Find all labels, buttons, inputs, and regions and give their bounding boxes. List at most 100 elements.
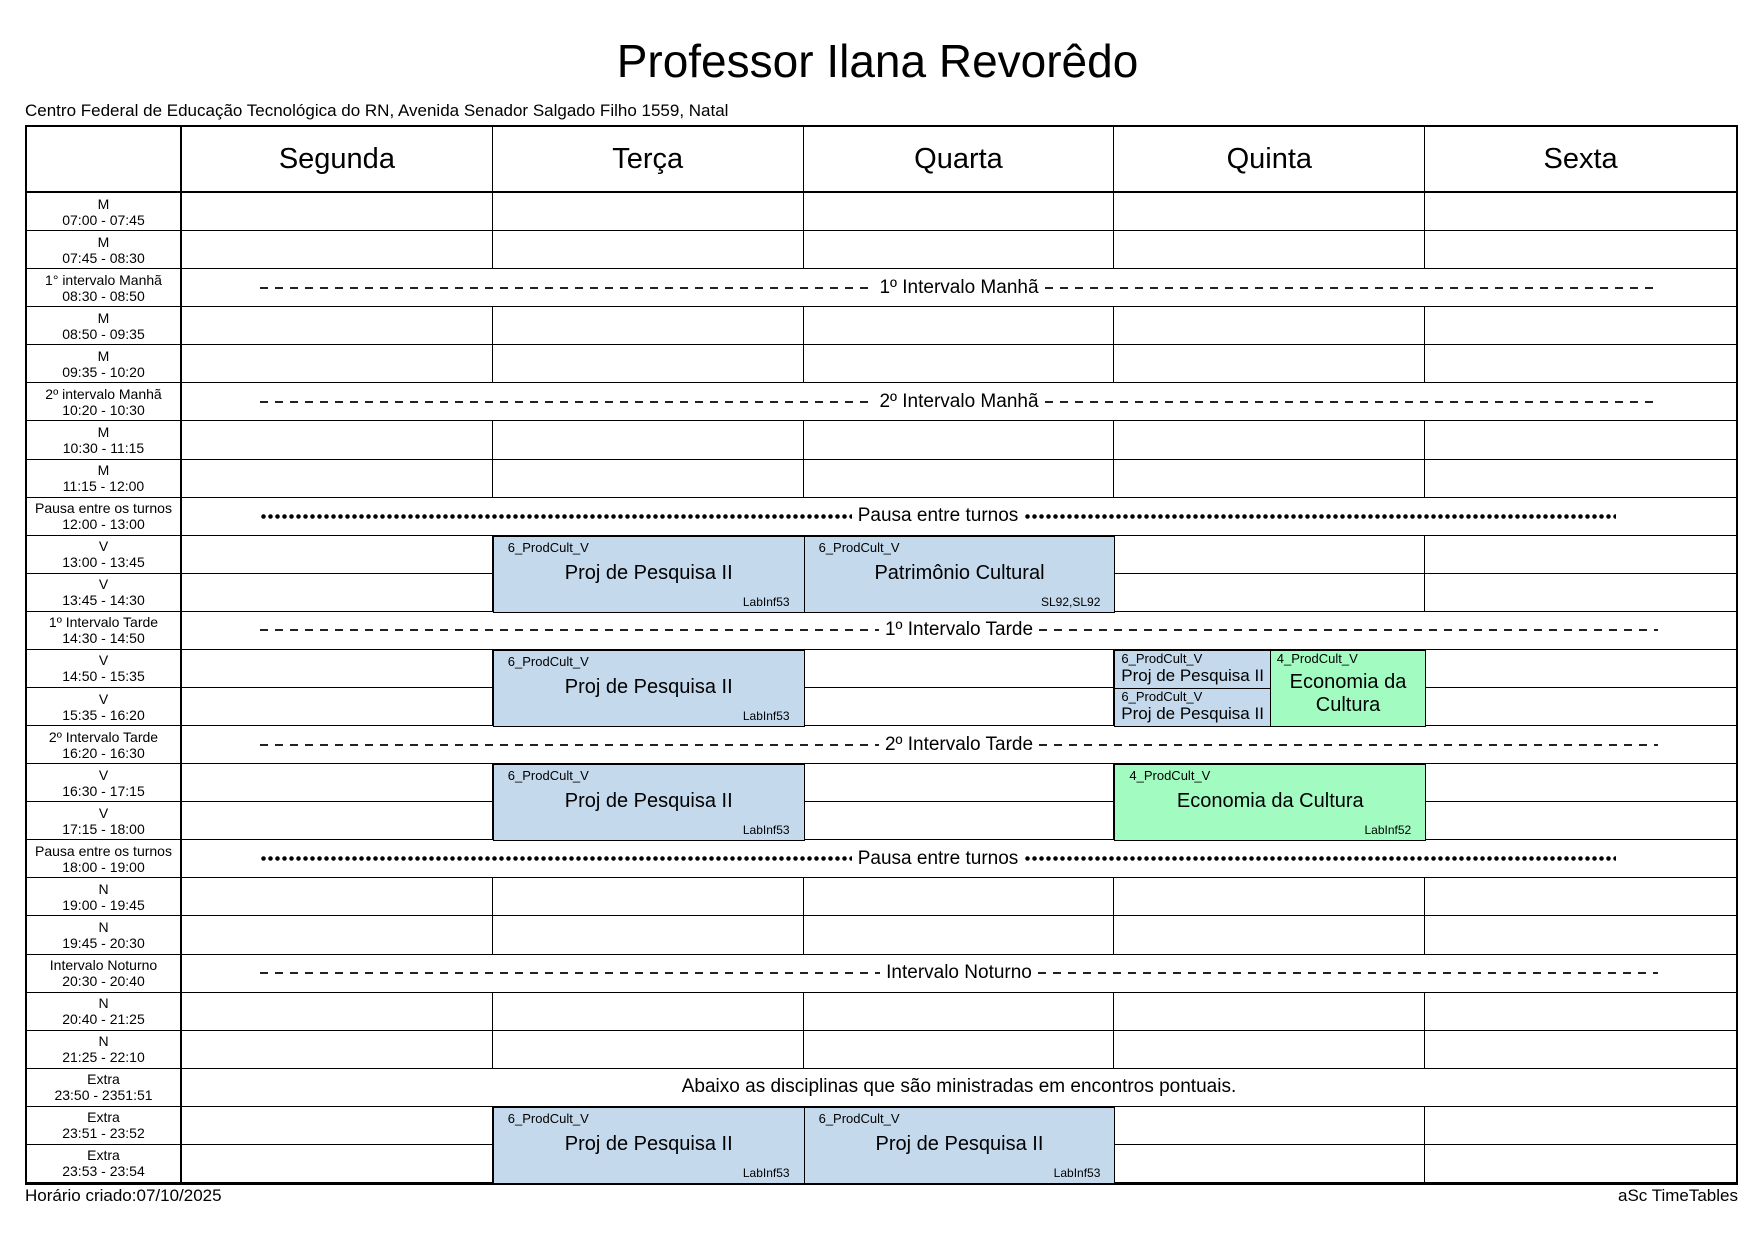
period-time: 18:00 - 19:00 bbox=[62, 858, 145, 875]
timetable-cell[interactable] bbox=[1425, 878, 1736, 917]
timetable-cell[interactable] bbox=[492, 878, 804, 917]
timetable-cell[interactable] bbox=[1425, 536, 1736, 574]
timetable-cell[interactable] bbox=[803, 878, 1115, 917]
timetable-cell[interactable] bbox=[803, 764, 1115, 803]
timetable-cell[interactable] bbox=[1425, 421, 1736, 460]
timetable-cell[interactable] bbox=[1114, 1030, 1426, 1069]
break-label: Pausa entre turnos bbox=[857, 505, 1019, 527]
timetable-cell[interactable] bbox=[182, 345, 493, 384]
lesson-room: LabInf52 bbox=[1364, 823, 1412, 838]
timetable-cell[interactable] bbox=[182, 573, 493, 612]
timetable-cell[interactable] bbox=[1425, 1031, 1736, 1069]
timetable-cell[interactable] bbox=[1114, 573, 1426, 612]
lesson-room: LabInf53 bbox=[742, 709, 790, 724]
break-line-left bbox=[260, 856, 852, 862]
timetable-cell[interactable] bbox=[803, 1030, 1115, 1069]
timetable-cell[interactable] bbox=[1425, 574, 1736, 612]
timetable-cell[interactable] bbox=[1114, 1106, 1426, 1145]
timetable-cell[interactable] bbox=[182, 802, 493, 841]
timetable-cell[interactable] bbox=[1114, 535, 1426, 574]
timetable-cell[interactable] bbox=[1425, 993, 1736, 1031]
timetable-cell[interactable] bbox=[182, 193, 493, 232]
timetable-cell[interactable] bbox=[492, 193, 804, 232]
timetable-cell[interactable] bbox=[1425, 764, 1736, 803]
timetable-cell[interactable] bbox=[803, 649, 1115, 688]
timetable-cell[interactable] bbox=[1425, 460, 1736, 498]
timetable-cell[interactable] bbox=[1114, 459, 1426, 498]
timetable-cell[interactable] bbox=[182, 231, 493, 270]
break-row: 1º Intervalo Tarde bbox=[182, 612, 1736, 650]
timetable-cell[interactable] bbox=[803, 916, 1115, 955]
timetable-cell[interactable] bbox=[492, 421, 804, 460]
timetable-cell[interactable] bbox=[492, 231, 804, 270]
timetable-cell[interactable] bbox=[1425, 307, 1736, 346]
timetable-cell[interactable] bbox=[1425, 650, 1736, 688]
timetable-cell[interactable] bbox=[1425, 802, 1736, 841]
timetable-cell[interactable] bbox=[182, 992, 493, 1031]
timetable-cell[interactable] bbox=[1425, 688, 1736, 727]
timetable-cell[interactable] bbox=[803, 421, 1115, 460]
timetable-cell[interactable] bbox=[1114, 992, 1426, 1031]
timetable-cell[interactable] bbox=[182, 459, 493, 498]
period-name: M bbox=[97, 423, 110, 440]
timetable-cell[interactable] bbox=[803, 231, 1115, 270]
timetable-cell[interactable] bbox=[1425, 231, 1736, 270]
timetable-cell[interactable] bbox=[1114, 878, 1426, 917]
timetable-cell[interactable] bbox=[1425, 1107, 1736, 1145]
timetable-cell[interactable] bbox=[492, 916, 804, 955]
timetable-cell[interactable] bbox=[1114, 421, 1426, 460]
timetable-cell[interactable] bbox=[1425, 1145, 1736, 1183]
break-row: Pausa entre turnos bbox=[182, 840, 1736, 879]
timetable-cell[interactable] bbox=[1114, 231, 1426, 270]
timetable-cell[interactable] bbox=[182, 535, 493, 574]
timetable-cell[interactable] bbox=[182, 421, 493, 460]
timetable-cell[interactable] bbox=[182, 878, 493, 917]
timetable-cell[interactable] bbox=[492, 307, 804, 346]
timetable-cell[interactable] bbox=[492, 1030, 804, 1069]
period-name: N bbox=[98, 918, 109, 935]
timetable-cell[interactable] bbox=[803, 193, 1115, 232]
timetable-cell[interactable] bbox=[803, 688, 1115, 727]
timetable-cell[interactable] bbox=[1425, 193, 1736, 232]
timetable-cell[interactable] bbox=[803, 345, 1115, 384]
lesson-group: 4_ProdCult_V bbox=[1129, 768, 1211, 784]
timetable-cell[interactable] bbox=[1114, 307, 1426, 346]
timetable-cell[interactable] bbox=[803, 992, 1115, 1031]
timetable-cell[interactable] bbox=[803, 802, 1115, 841]
timetable-cell[interactable] bbox=[492, 459, 804, 498]
timetable-cell[interactable] bbox=[1425, 916, 1736, 955]
timetable-cell[interactable] bbox=[182, 649, 493, 688]
timetable-cell[interactable] bbox=[182, 307, 493, 346]
timetable-cell[interactable] bbox=[1114, 1144, 1426, 1183]
timetable-cell[interactable] bbox=[1425, 345, 1736, 384]
timetable-cell[interactable] bbox=[1114, 916, 1426, 955]
timetable-cell[interactable] bbox=[803, 307, 1115, 346]
timetable-cell[interactable] bbox=[182, 688, 493, 727]
timetable-cell[interactable] bbox=[803, 459, 1115, 498]
timetable-cell[interactable] bbox=[182, 916, 493, 955]
timetable-cell[interactable] bbox=[1114, 345, 1426, 384]
timetable-cell[interactable] bbox=[182, 1030, 493, 1069]
timetable-cell[interactable] bbox=[182, 1144, 493, 1183]
timetable-cell[interactable] bbox=[492, 345, 804, 384]
timetable-cell[interactable] bbox=[1114, 193, 1426, 232]
timetable-cell[interactable] bbox=[492, 992, 804, 1031]
timetable-cell[interactable] bbox=[182, 1106, 493, 1145]
break-label: Pausa entre turnos bbox=[857, 847, 1019, 869]
timetable-cell[interactable] bbox=[182, 764, 493, 803]
lesson-room: LabInf53 bbox=[742, 594, 790, 609]
